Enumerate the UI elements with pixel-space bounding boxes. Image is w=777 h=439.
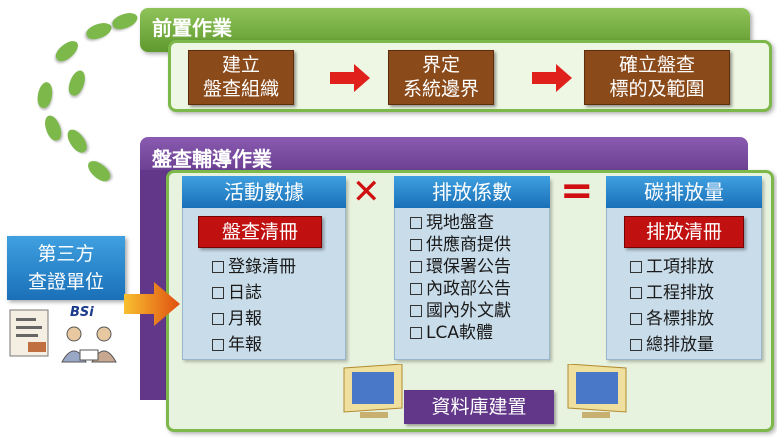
step-box-2: 界定 系統邊界: [388, 50, 494, 105]
list-item: 總排放量: [630, 334, 714, 356]
factor-header: 排放係數: [394, 176, 550, 208]
list-item: 日誌: [212, 282, 296, 304]
equals-icon: =: [560, 168, 594, 214]
list-item: 供應商提供: [410, 234, 511, 256]
factor-list: 現地盤查 供應商提供 環保署公告 內政部公告 國內外文獻 LCA軟體: [410, 212, 511, 344]
verifier-line2: 查證單位: [27, 271, 104, 293]
list-item: 國內外文獻: [410, 300, 511, 322]
factor-panel: [394, 178, 550, 360]
list-item: 工程排放: [630, 282, 714, 304]
checkbox-icon: [630, 339, 642, 351]
document-icon: [9, 309, 49, 357]
step-3-line2: 標的及範圍: [609, 78, 705, 100]
step-2-line2: 系統邊界: [402, 78, 479, 100]
verifier-line1: 第三方: [37, 243, 95, 265]
activity-header: 活動數據: [182, 176, 346, 208]
step-1-line2: 盤查組織: [202, 78, 279, 100]
step-3-line1: 確立盤查: [618, 54, 695, 76]
top-section-title: 前置作業: [152, 16, 232, 40]
inventory-list-label: 盤查清冊: [198, 216, 322, 248]
checkbox-icon: [212, 339, 224, 351]
checkbox-icon: [410, 261, 422, 273]
list-item: 登錄清冊: [212, 256, 296, 278]
list-item: LCA軟體: [410, 322, 511, 344]
checkbox-icon: [212, 287, 224, 299]
checkbox-icon: [410, 239, 422, 251]
checkbox-icon: [410, 327, 422, 339]
people-illustration-icon: [61, 326, 117, 363]
multiply-icon: ✕: [352, 172, 381, 212]
arrow-right-icon: [330, 64, 370, 92]
list-item: 現地盤查: [410, 212, 511, 234]
activity-panel: [182, 178, 346, 360]
emission-header: 碳排放量: [606, 176, 762, 208]
list-item: 月報: [212, 308, 296, 330]
verifier-box: 第三方 查證單位: [7, 236, 125, 300]
emission-list-label: 排放清冊: [624, 216, 744, 248]
arrow-right-icon: [532, 64, 572, 92]
list-item: 工項排放: [630, 256, 714, 278]
computer-icon: [567, 364, 627, 418]
checkbox-icon: [630, 287, 642, 299]
checkbox-icon: [630, 261, 642, 273]
list-item: 環保署公告: [410, 256, 511, 278]
middle-section-title: 盤查輔導作業: [152, 147, 272, 171]
checkbox-icon: [410, 305, 422, 317]
computer-icon: [343, 364, 403, 418]
checkbox-icon: [212, 313, 224, 325]
arrow-right-icon: [124, 282, 180, 326]
checkbox-icon: [410, 217, 422, 229]
list-item: 年報: [212, 334, 296, 356]
checkbox-icon: [410, 283, 422, 295]
checkbox-icon: [630, 313, 642, 325]
list-item: 內政部公告: [410, 278, 511, 300]
bsi-logo: BSi: [70, 305, 94, 320]
step-box-3: 確立盤查 標的及範圍: [584, 50, 730, 105]
emission-list: 工項排放 工程排放 各標排放 總排放量: [630, 256, 714, 356]
step-1-line1: 建立: [221, 54, 260, 76]
step-2-line1: 界定: [421, 54, 460, 76]
checkbox-icon: [212, 261, 224, 273]
database-label: 資料庫建置: [404, 390, 554, 424]
list-item: 各標排放: [630, 308, 714, 330]
activity-list: 登錄清冊 日誌 月報 年報: [212, 256, 296, 356]
emission-panel: [606, 178, 762, 360]
step-box-1: 建立 盤查組織: [188, 50, 294, 105]
